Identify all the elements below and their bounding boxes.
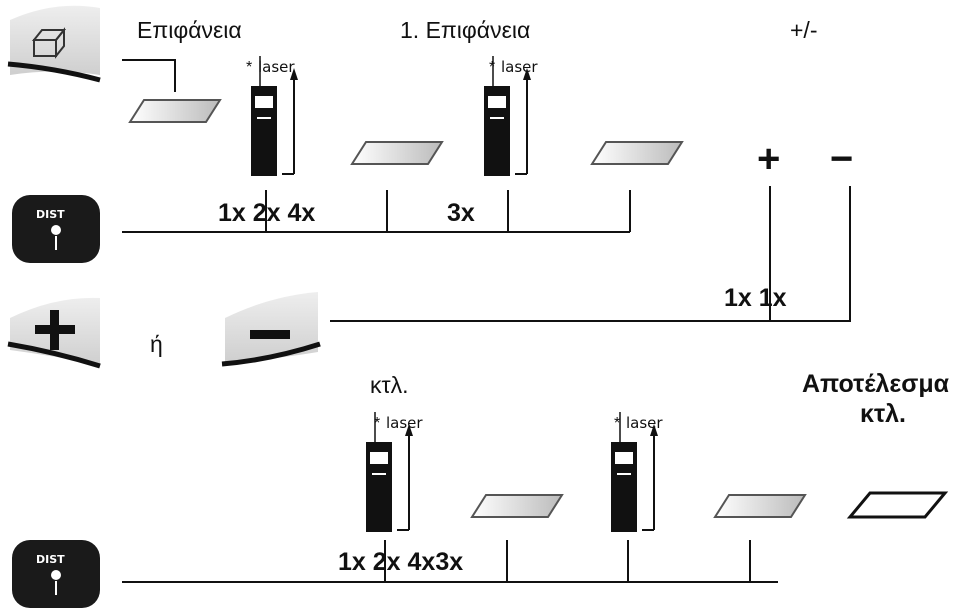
surface-icon (714, 494, 806, 518)
surface-icon (591, 141, 683, 165)
plus-icon (35, 310, 75, 350)
minus-key-button[interactable] (221, 292, 321, 367)
dist-key-button-2[interactable]: DIST (12, 540, 100, 608)
result-etc-label: κτλ. (860, 400, 906, 428)
laser-label: laser (626, 414, 663, 432)
area-bracket-line (122, 59, 176, 92)
press-count-row1-first: 1x 2x 4x (218, 199, 315, 227)
etc-label: κτλ. (370, 372, 408, 398)
dist-key-button[interactable]: DIST (12, 195, 100, 263)
or-label: ή (150, 331, 163, 357)
surface-icon (129, 99, 221, 123)
svg-text:*: * (614, 415, 620, 432)
first-area-label: 1. Επιφάνεια (400, 17, 530, 43)
laser-label: laser (386, 414, 423, 432)
laser-label: laser (501, 58, 538, 76)
dist-laser-icon (51, 570, 61, 595)
area-key-button[interactable] (7, 5, 101, 83)
dist-laser-icon (51, 225, 61, 250)
result-label: Αποτέλεσμα (802, 370, 950, 398)
minus-sign: − (830, 137, 853, 181)
press-count-row1-second: 3x (447, 199, 475, 227)
result-surface-icon (846, 491, 949, 519)
surface-icon (351, 141, 443, 165)
area-cube-icon (31, 27, 67, 59)
minus-icon (250, 330, 290, 339)
press-count-plusminus: 1x 1x (724, 284, 787, 312)
svg-text:DIST: DIST (36, 208, 65, 221)
plus-sign: + (757, 137, 780, 181)
press-count-row3: 1x 2x 4x3x (338, 548, 463, 576)
laser-label: laser (258, 58, 295, 76)
plus-key-button[interactable] (7, 297, 101, 369)
plus-minus-label: +/- (790, 17, 817, 43)
area-title: Επιφάνεια (137, 17, 242, 43)
surface-icon (471, 494, 563, 518)
svg-text:*: * (246, 59, 252, 76)
svg-text:DIST: DIST (36, 553, 65, 566)
svg-text:*: * (374, 415, 380, 432)
svg-text:*: * (489, 59, 495, 76)
